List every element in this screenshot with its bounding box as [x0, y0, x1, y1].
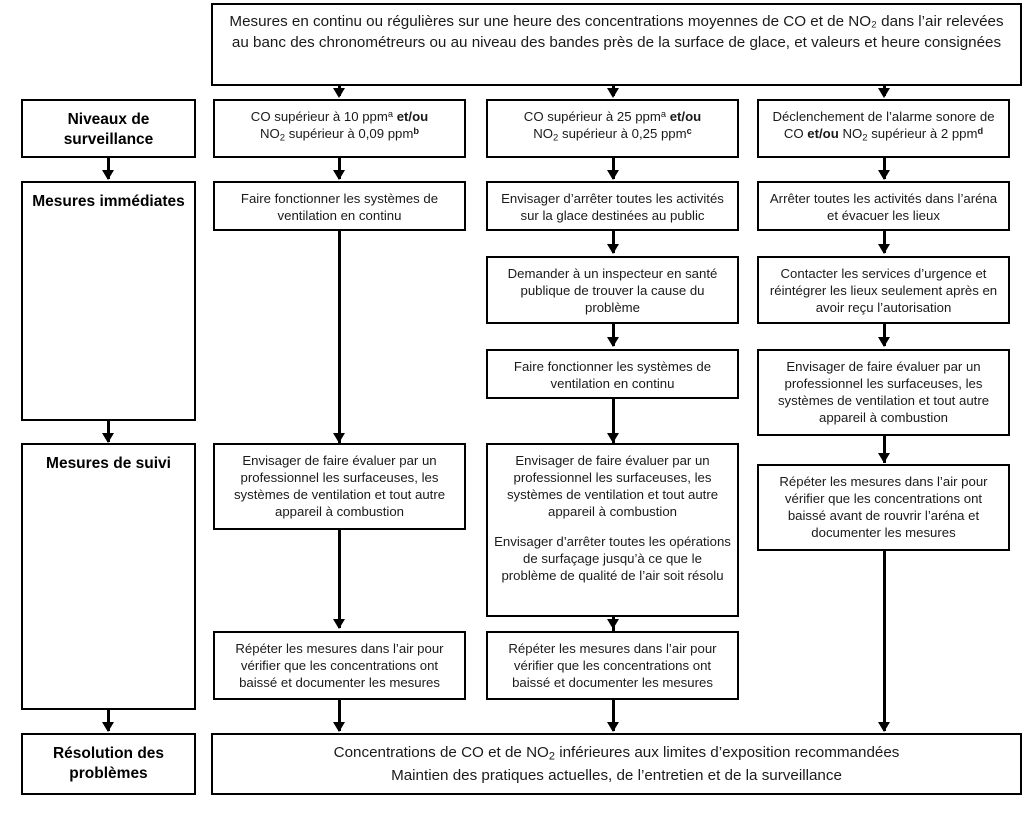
footer-conclusion-text: Concentrations de CO et de NO2 inférieur… [213, 742, 1020, 787]
connector-stage3-stage4 [107, 710, 110, 731]
column-2-trigger-line2: NO2 supérieur à 0,25 ppmc [533, 126, 692, 144]
arrowhead-c2-imm3-followup [607, 433, 619, 443]
arrowhead-c3-imm2-imm3 [878, 337, 890, 347]
column-3-trigger-box: Déclenchement de l’alarme sonore de CO e… [757, 99, 1010, 158]
column-1-trigger-line1: CO supérieur à 10 ppma et/ou [250, 109, 429, 124]
column-1-trigger-box: CO supérieur à 10 ppma et/ou NO2 supérie… [213, 99, 466, 158]
connector-c1-followup1-followup2 [338, 530, 341, 628]
column-2-immediate-box-3: Faire fonctionner les systèmes de ventil… [486, 349, 739, 399]
column-2-followup-text-2: Répéter les mesures dans l’air pour véri… [508, 641, 717, 691]
column-2-followup-text-1: Envisager de faire évaluer par un profes… [488, 445, 737, 585]
column-1-immediate-box-1: Faire fonctionner les systèmes de ventil… [213, 181, 466, 231]
footnote-marker-b: b [413, 126, 420, 137]
arrowhead-c2-imm1-imm2 [607, 244, 619, 254]
column-3-immediate-text-1: Arrêter toutes les activités dans l’arén… [769, 191, 998, 224]
column-3-immediate-box-1: Arrêter toutes les activités dans l’arén… [757, 181, 1010, 231]
arrowhead-c2-followup2-footer [607, 722, 619, 732]
arrowhead-c2-followup1-followup2 [607, 619, 619, 629]
connector-c3-imm2-imm3 [883, 324, 886, 346]
connector-stage1-stage2 [107, 158, 110, 179]
column-3-followup-box-1: Répéter les mesures dans l’air pour véri… [757, 464, 1010, 551]
arrowhead-c3-imm1-imm2 [878, 244, 890, 254]
arrowhead-c1-followup1-followup2 [333, 619, 345, 629]
footer-line-1: Concentrations de CO et de NO2 inférieur… [333, 743, 900, 763]
stage-label-niveaux-de-surveillance: Niveaux de surveillance [21, 99, 196, 158]
column-2-followup-para-2: Envisager d’arrêter toutes les opération… [494, 534, 731, 584]
footer-line-2: Maintien des pratiques actuelles, de l’e… [391, 766, 842, 784]
connector-c3-imm1-imm2 [883, 231, 886, 253]
column-2-followup-box-2: Répéter les mesures dans l’air pour véri… [486, 631, 739, 700]
connector-c3-trigger-immediate [883, 158, 886, 179]
column-2-followup-para-1: Envisager de faire évaluer par un profes… [506, 453, 719, 520]
stage-label-mesures-immediates: Mesures immédiates [21, 181, 196, 421]
arrowhead-c3-imm3-followup [878, 453, 890, 463]
column-1-immediate-text-1: Faire fonctionner les systèmes de ventil… [240, 191, 439, 224]
column-1-trigger-text: CO supérieur à 10 ppma et/ou NO2 supérie… [215, 101, 464, 145]
connector-c1-followup2-footer [338, 700, 341, 731]
connector-c1-immediate-followup [338, 231, 341, 443]
stage-label-text: Mesures immédiates [32, 193, 185, 210]
column-1-trigger-line2: NO2 supérieur à 0,09 ppmb [259, 126, 420, 144]
column-3-followup-text-1: Répéter les mesures dans l’air pour véri… [779, 474, 988, 541]
footnote-marker-c: c [686, 126, 692, 137]
arrowhead-c1-immediate-followup [333, 433, 345, 443]
column-2-immediate-text-3: Faire fonctionner les systèmes de ventil… [513, 359, 712, 392]
column-1-followup-text-1: Envisager de faire évaluer par un profes… [233, 453, 446, 520]
column-3-immediate-text-3: Envisager de faire évaluer par un profes… [777, 359, 990, 426]
top-banner-text: Mesures en continu ou régulières sur une… [229, 13, 1004, 51]
connector-c3-imm3-followup [883, 436, 886, 463]
column-2-immediate-text-1: Envisager d’arrêter toutes les activités… [501, 191, 724, 224]
arrowhead-c3-followup-footer [878, 722, 890, 732]
column-3-immediate-box-3: Envisager de faire évaluer par un profes… [757, 349, 1010, 436]
connector-stage2-stage3 [107, 421, 110, 442]
arrowhead-c1-trigger-immediate [333, 170, 345, 180]
paragraph-gap [494, 521, 731, 534]
stage-label-text: Mesures de suivi [46, 455, 171, 472]
column-3-immediate-text-2: Contacter les services d’urgence et réin… [769, 266, 998, 316]
column-2-immediate-box-1: Envisager d’arrêter toutes les activités… [486, 181, 739, 231]
arrowhead-banner-col1 [333, 88, 345, 98]
column-3-trigger-line2: CO et/ou NO2 supérieur à 2 ppmd [783, 126, 984, 144]
column-2-trigger-text: CO supérieur à 25 ppma et/ou NO2 supérie… [488, 101, 737, 145]
column-2-followup-box-1: Envisager de faire évaluer par un profes… [486, 443, 739, 617]
column-2-immediate-box-2: Demander à un inspecteur en santé publiq… [486, 256, 739, 324]
stage-label-resolution-des-problemes: Résolution des problèmes [21, 733, 196, 795]
stage-label-text: Résolution des problèmes [52, 745, 165, 783]
arrowhead-c2-trigger-immediate [607, 170, 619, 180]
arrowhead-stage2-stage3 [102, 433, 114, 443]
connector-c2-trigger-immediate [612, 158, 615, 179]
arrowhead-stage1-stage2 [102, 170, 114, 180]
arrowhead-c3-trigger-immediate [878, 170, 890, 180]
connector-c2-imm2-imm3 [612, 324, 615, 346]
top-banner-box: Mesures en continu ou régulières sur une… [211, 3, 1022, 86]
footer-conclusion-box: Concentrations de CO et de NO2 inférieur… [211, 733, 1022, 795]
connector-c2-imm3-followup [612, 399, 615, 443]
column-2-immediate-text-2: Demander à un inspecteur en santé publiq… [507, 266, 718, 316]
column-1-followup-box-1: Envisager de faire évaluer par un profes… [213, 443, 466, 530]
stage-label-text: Niveaux de surveillance [63, 111, 154, 149]
footnote-marker-a: a [387, 109, 394, 120]
arrowhead-banner-col2 [607, 88, 619, 98]
connector-c2-imm1-imm2 [612, 231, 615, 253]
arrowhead-c1-followup2-footer [333, 722, 345, 732]
arrowhead-stage3-stage4 [102, 722, 114, 732]
arrowhead-banner-col3 [878, 88, 890, 98]
connector-c3-followup-footer [883, 551, 886, 731]
stage-label-mesures-de-suivi: Mesures de suivi [21, 443, 196, 710]
column-1-followup-text-2: Répéter les mesures dans l’air pour véri… [235, 641, 444, 691]
footnote-marker-d: d [977, 126, 984, 137]
column-3-immediate-box-2: Contacter les services d’urgence et réin… [757, 256, 1010, 324]
connector-c2-followup2-footer [612, 700, 615, 731]
column-2-trigger-line1: CO supérieur à 25 ppma et/ou [523, 109, 702, 124]
footnote-marker-a: a [660, 109, 667, 120]
arrowhead-c2-imm2-imm3 [607, 337, 619, 347]
column-3-trigger-line1: Déclenchement de l’alarme sonore de [772, 109, 995, 124]
column-2-trigger-box: CO supérieur à 25 ppma et/ou NO2 supérie… [486, 99, 739, 158]
column-3-trigger-text: Déclenchement de l’alarme sonore de CO e… [759, 101, 1008, 145]
column-1-followup-box-2: Répéter les mesures dans l’air pour véri… [213, 631, 466, 700]
connector-c1-trigger-immediate [338, 158, 341, 179]
